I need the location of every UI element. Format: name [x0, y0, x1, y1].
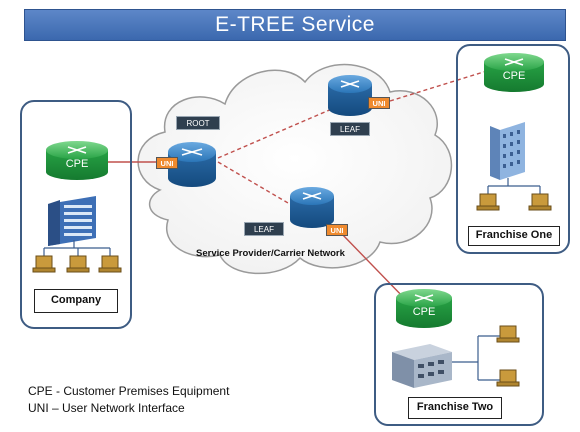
cpe-router-icon	[46, 141, 108, 180]
cpe-label: CPE	[65, 158, 89, 170]
root-tag: ROOT	[176, 116, 220, 130]
cpe-router-icon	[484, 53, 544, 92]
franchise-two-site-box	[374, 283, 544, 426]
legend-cpe: CPE - Customer Premises Equipment	[28, 384, 230, 398]
franchise-two-graphics	[392, 325, 520, 388]
office-building-icon	[48, 196, 96, 246]
franchise-one-site-box	[456, 44, 570, 254]
leaf-router-icon	[290, 187, 334, 228]
uni-badge: UNI	[368, 97, 390, 109]
page-title: E-TREE Service	[24, 9, 566, 41]
computer-icon	[476, 193, 500, 211]
network-label: Service Provider/Carrier Network	[196, 248, 345, 259]
uni-badge: UNI	[156, 157, 178, 169]
computer-icon	[98, 255, 122, 273]
computer-icon	[66, 255, 90, 273]
root-router-icon	[168, 142, 216, 187]
leaf-router-icon	[328, 75, 372, 116]
office-building-icon	[490, 122, 525, 180]
connections	[100, 69, 491, 303]
company-label: Company	[34, 289, 118, 313]
computer-icon	[528, 193, 552, 211]
office-building-icon	[392, 344, 452, 388]
computer-icon	[496, 369, 520, 387]
leaf-tag: LEAF	[244, 222, 284, 236]
cpe-router-icon	[396, 289, 452, 328]
leaf-tag: LEAF	[330, 122, 370, 136]
franchise-one-label: Franchise One	[468, 226, 560, 246]
uni-badge: UNI	[326, 224, 348, 236]
cpe-label: CPE	[502, 70, 526, 82]
franchise-one-graphics	[476, 122, 552, 211]
cpe-label: CPE	[412, 306, 436, 318]
legend-uni: UNI – User Network Interface	[28, 401, 185, 415]
computer-icon	[32, 255, 56, 273]
company-site-box	[20, 100, 132, 329]
computer-icon	[496, 325, 520, 343]
franchise-two-label: Franchise Two	[408, 397, 502, 419]
company-site-graphics	[32, 196, 122, 273]
